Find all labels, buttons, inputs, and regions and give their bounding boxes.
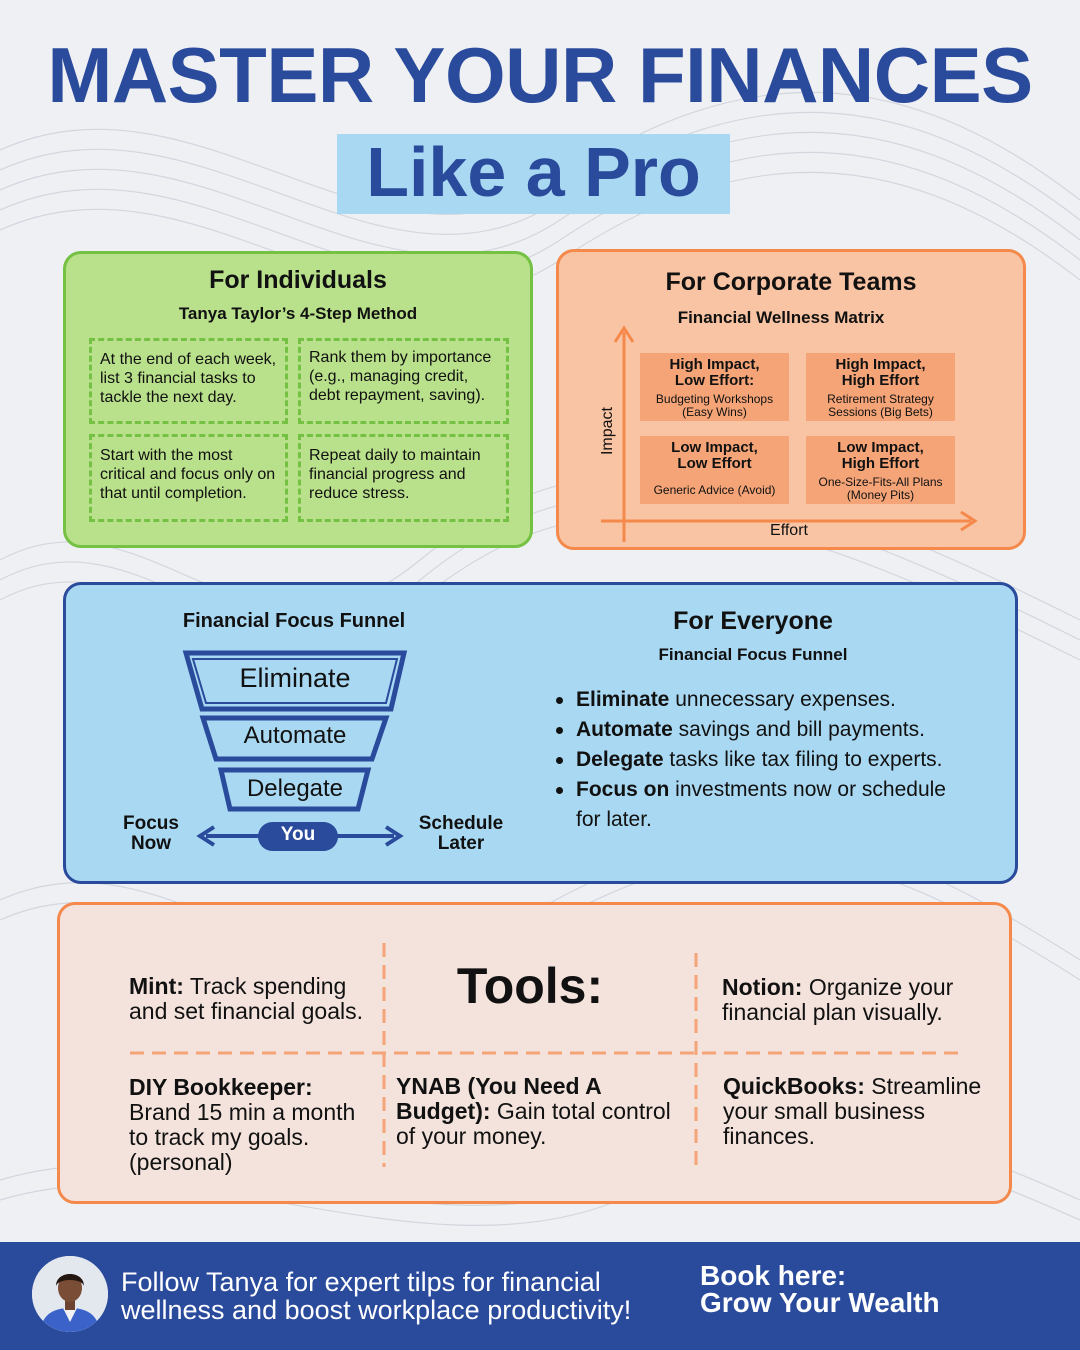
individuals-card: For Individuals Tanya Taylor’s 4-Step Me…: [63, 251, 533, 548]
step-card: At the end of each week, list 3 financia…: [89, 338, 288, 424]
funnel-title: Financial Focus Funnel: [182, 610, 406, 632]
list-item: Focus on investments now or schedule for…: [556, 775, 976, 835]
tool-quickbooks: QuickBooks: Streamline your small busine…: [723, 1073, 982, 1149]
matrix-cell-high-impact-high-effort: High Impact,High Effort Retirement Strat…: [806, 353, 955, 421]
list-item: Delegate tasks like tax filing to expert…: [556, 745, 976, 775]
page-title: MASTER YOUR FINANCES: [47, 31, 1033, 119]
funnel-level-automate: Automate: [243, 722, 347, 749]
matrix-axes: [601, 325, 978, 542]
matrix-y-axis-label: Impact: [599, 407, 616, 456]
funnel-diagram: [182, 650, 408, 851]
step-card: Rank them by importance (e.g., managing …: [298, 338, 509, 424]
matrix-x-axis-label: Effort: [770, 522, 808, 539]
tool-diy-bookkeeper: DIY Bookkeeper: Brand 15 min a month to …: [129, 1074, 356, 1175]
tool-notion: Notion: Organize your financial plan vis…: [722, 974, 954, 1025]
corporate-subtitle: Financial Wellness Matrix: [677, 308, 885, 327]
matrix-cell-high-impact-low-effort: High Impact,Low Effort: Budgeting Worksh…: [640, 353, 789, 421]
everyone-list: Eliminate unnecessary expenses. Automate…: [556, 685, 976, 835]
tool-mint: Mint: Track spending and set financial g…: [129, 973, 363, 1024]
everyone-title: For Everyone: [673, 607, 833, 635]
funnel-level-delegate: Delegate: [246, 775, 344, 802]
page-subtitle: Like a Pro: [366, 133, 701, 211]
subtitle-highlight: [337, 134, 730, 214]
corporate-title: For Corporate Teams: [665, 268, 917, 296]
book-here-link[interactable]: Book here:Grow Your Wealth: [700, 1260, 940, 1318]
funnel-you-badge: You: [280, 824, 316, 845]
matrix-cell-low-impact-high-effort: Low Impact,High Effort One-Size-Fits-All…: [806, 436, 955, 504]
matrix-cell-low-impact-low-effort: Low Impact,Low Effort Generic Advice (Av…: [640, 436, 789, 504]
individuals-subtitle: Tanya Taylor’s 4-Step Method: [178, 304, 418, 323]
tools-grid-dividers: [130, 943, 960, 1173]
everyone-subtitle: Financial Focus Funnel: [658, 645, 848, 664]
list-item: Eliminate unnecessary expenses.: [556, 685, 976, 715]
tools-title: Tools:: [456, 958, 604, 1014]
individuals-title: For Individuals: [209, 266, 387, 294]
footer-bar: [0, 1242, 1080, 1350]
avatar: [32, 1256, 108, 1332]
footer-message: Follow Tanya for expert tilps for financ…: [121, 1267, 632, 1325]
funnel-card: Financial Focus Funnel Eliminate Automat…: [63, 582, 1018, 884]
tool-ynab: YNAB (You Need A Budget): Gain total con…: [396, 1073, 671, 1149]
list-item: Automate savings and bill payments.: [556, 715, 976, 745]
step-card: Start with the most critical and focus o…: [89, 434, 288, 522]
corporate-card: For Corporate Teams Financial Wellness M…: [556, 249, 1026, 550]
funnel-level-eliminate: Eliminate: [239, 663, 351, 693]
step-card: Repeat daily to maintain financial progr…: [298, 434, 509, 522]
tools-card: Tools: Mint: Track spending and set fina…: [57, 902, 1012, 1204]
